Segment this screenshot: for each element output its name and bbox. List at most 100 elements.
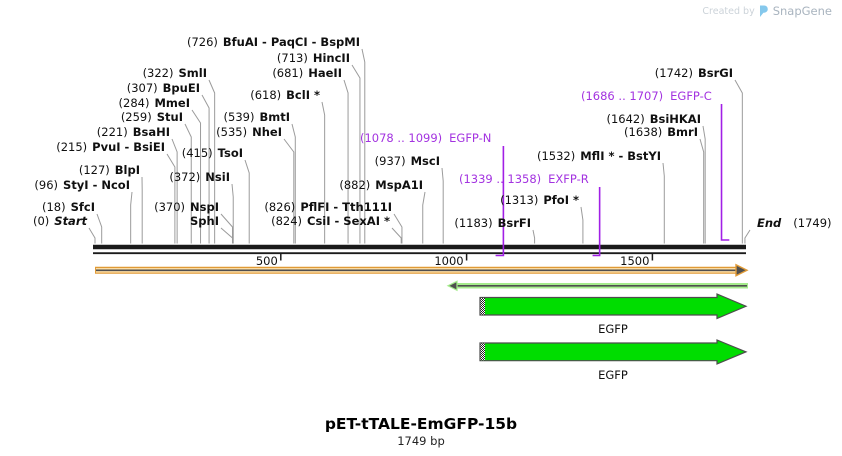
- site-name: BfuAI - PaqCI - BspMI: [222, 35, 360, 49]
- site-position: (415): [181, 146, 213, 160]
- site-name: SphI: [190, 214, 219, 228]
- leader-line-pflfi-tth111i: [393, 213, 403, 244]
- feature-arrow-egfp-2[interactable]: [479, 339, 748, 365]
- enzyme-label-sphi[interactable]: SphI: [190, 215, 219, 228]
- leader-line-msci: [441, 167, 444, 244]
- site-name: MspA1I: [375, 178, 423, 192]
- site-position: (221): [96, 125, 128, 139]
- enzyme-label-bmti[interactable]: (539)BmtI: [224, 111, 290, 124]
- enzyme-label-smli[interactable]: (322)SmlI: [143, 67, 207, 80]
- enzyme-label-csii-sexai[interactable]: (824)CsiI - SexAI *: [271, 215, 390, 228]
- site-name: SfcI: [70, 200, 95, 214]
- enzyme-label-tsoi[interactable]: (415) TsoI: [182, 147, 243, 160]
- enzyme-label-hincii[interactable]: (713)HincII: [277, 52, 350, 65]
- enzyme-label-sfci[interactable]: (18)SfcI: [42, 201, 95, 214]
- map-title: pET-tTALE-EmGFP-15b: [324, 415, 518, 433]
- sequence-ruler: [93, 244, 746, 261]
- enzyme-label-mmei[interactable]: (284)MmeI: [119, 97, 190, 110]
- start-label[interactable]: (0)Start: [33, 215, 87, 228]
- snapgene-brand: SnapGene: [772, 4, 832, 18]
- site-position: (0): [32, 214, 50, 228]
- map-length: 1749 bp: [397, 434, 445, 448]
- enzyme-label-blpi[interactable]: (127) BlpI: [79, 164, 140, 177]
- site-position: (882): [339, 178, 371, 192]
- enzyme-label-msci[interactable]: (937)MscI: [375, 155, 440, 168]
- site-position: (1532): [536, 149, 576, 163]
- ruler-tick-label-500: 500: [255, 254, 278, 268]
- site-name: BmrI: [667, 125, 698, 139]
- site-name: TsoI: [217, 146, 243, 160]
- leader-line-bsihkai: [702, 125, 706, 244]
- site-position: (370): [154, 200, 186, 214]
- enzyme-label-nspi[interactable]: (370)NspI: [154, 201, 219, 214]
- enzyme-label-bcli[interactable]: (618)BclI *: [250, 89, 320, 102]
- enzyme-label-nsii[interactable]: (372)NsiI: [169, 171, 230, 184]
- enzyme-label-mfli-bstyi[interactable]: (1532)MflI * - BstYI: [537, 150, 661, 163]
- site-name: BpuEI: [162, 81, 200, 95]
- feature-start-hatch: [480, 343, 485, 361]
- reverse-arrow[interactable]: [446, 280, 748, 292]
- enzyme-label-pfoi[interactable]: (1313)PfoI *: [500, 194, 579, 207]
- primer-line-egfp-n: [495, 146, 505, 257]
- enzyme-label-bsahi[interactable]: (221)BsaHI: [97, 126, 170, 139]
- enzyme-label-pflfi-tth111i[interactable]: (826) PflFI - Tth111I: [264, 201, 392, 214]
- feature-arrow-egfp-1[interactable]: [479, 293, 748, 320]
- leader-line-bsrfi: [532, 229, 536, 244]
- primer-name: EGFP-N: [449, 131, 492, 145]
- enzyme-label-haeii[interactable]: (681)HaeII: [272, 67, 342, 80]
- enzyme-label-bsihkai[interactable]: (1642)BsiHKAI: [606, 113, 701, 126]
- enzyme-label-pvui-bsiei[interactable]: (215)PvuI - BsiEI: [56, 141, 165, 154]
- site-position: (1638): [624, 125, 663, 139]
- site-name: PfoI *: [543, 193, 579, 207]
- primer-label-egfp-c[interactable]: (1686 .. 1707) EGFP-C: [581, 90, 712, 103]
- enzyme-label-bsrfi[interactable]: (1183)BsrFI: [454, 217, 531, 230]
- site-name: PflFI - Tth111I: [300, 200, 392, 214]
- site-position: (1749): [793, 216, 832, 230]
- site-position: (826): [264, 200, 296, 214]
- enzyme-label-nhei[interactable]: (535)NheI: [216, 126, 282, 139]
- leader-line-bmti: [291, 123, 296, 244]
- site-name: BclI *: [286, 88, 320, 102]
- feature-label-egfp-2[interactable]: EGFP: [598, 368, 628, 382]
- ruler-tick-label-1000: 1000: [434, 254, 464, 268]
- site-name: MscI: [410, 154, 440, 168]
- site-position: (1742): [654, 66, 693, 80]
- leader-line-pvui-bsiei: [166, 153, 176, 244]
- leader-line-mspa1i: [422, 191, 426, 244]
- backbone-arrow[interactable]: [95, 263, 749, 277]
- leader-line-bfuai-paqci-bspmi: [361, 48, 366, 244]
- enzyme-label-bfuai-paqci-bspmi[interactable]: (726)BfuAI - PaqCI - BspMI: [187, 36, 360, 49]
- primer-label-exfp-r[interactable]: (1339 .. 1358)EXFP-R: [459, 173, 589, 186]
- primer-range: (1686 .. 1707): [581, 89, 664, 103]
- enzyme-label-mspa1i[interactable]: (882) MspA1I: [339, 179, 423, 192]
- leader-line-bmri: [699, 138, 705, 244]
- site-position: (535): [216, 125, 248, 139]
- site-name: End: [757, 216, 782, 230]
- enzyme-label-styi-ncoi[interactable]: (96)StyI - NcoI: [34, 179, 130, 192]
- watermark: Created by SnapGene: [702, 4, 832, 18]
- site-position: (307): [126, 81, 158, 95]
- leader-line-start: [88, 227, 96, 244]
- site-position: (127): [78, 163, 110, 177]
- feature-label-egfp-1[interactable]: EGFP: [598, 322, 628, 336]
- leader-line-stui: [184, 123, 192, 244]
- enzyme-label-bmri[interactable]: (1638) BmrI: [624, 126, 698, 139]
- leader-line-nhei: [283, 138, 295, 244]
- enzyme-label-bpuei[interactable]: (307) BpuEI: [127, 82, 200, 95]
- leader-line-nspi: [220, 213, 233, 244]
- leader-line-haeii: [343, 79, 349, 244]
- leader-line-sfci: [96, 213, 103, 244]
- primer-range: (1339 .. 1358): [459, 172, 542, 186]
- leader-line-pfoi: [580, 206, 584, 244]
- feature-start-hatch: [480, 298, 485, 315]
- site-position: (1642): [606, 112, 645, 126]
- enzyme-label-bsrgi[interactable]: (1742) BsrGI: [655, 67, 733, 80]
- primer-label-egfp-n[interactable]: (1078 .. 1099)EGFP-N: [360, 132, 491, 145]
- primer-name: EGFP-C: [670, 89, 712, 103]
- end-label[interactable]: End (1749): [752, 217, 832, 230]
- site-name: BsrGI: [698, 66, 733, 80]
- enzyme-label-stui[interactable]: (259)StuI: [121, 111, 183, 124]
- site-name: BlpI: [114, 163, 140, 177]
